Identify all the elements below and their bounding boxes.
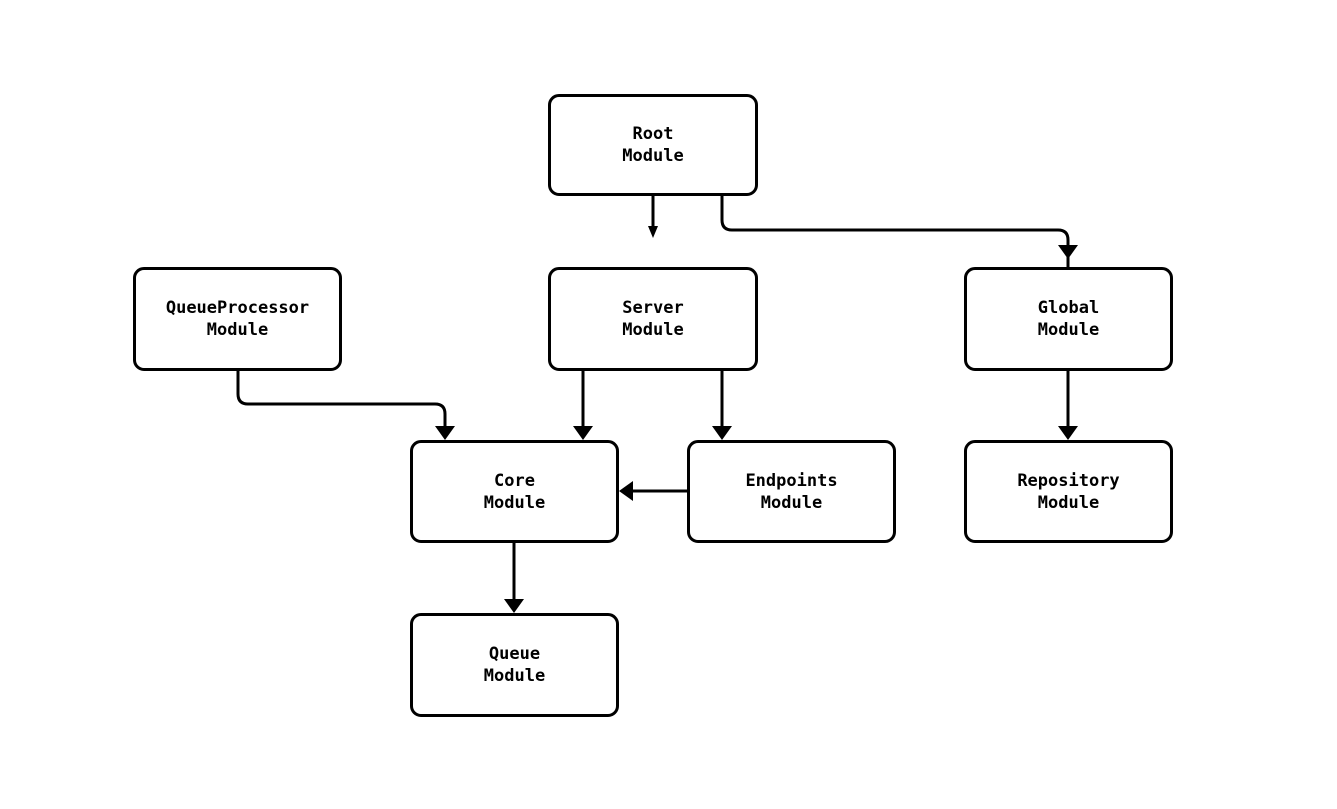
node-repository-module-name: Repository [1017,470,1120,491]
node-repository-module[interactable]: Repository Module [964,440,1173,543]
node-queue-module-suffix: Module [483,666,546,686]
node-endpoints-module-name: Endpoints [745,470,838,491]
edge-server-to-core [573,371,593,440]
edge-global-to-repository [1058,371,1078,440]
node-server-module-suffix: Module [622,320,684,340]
node-root-module-name: Root [632,124,674,144]
node-queueprocessor-module-name: QueueProcessor [165,298,310,318]
node-global-module-name: Global [1037,298,1100,318]
edge-core-to-queue [504,543,524,613]
node-queueprocessor-module-suffix: Module [206,320,269,340]
edge-root-to-global [720,196,1078,297]
edge-queueprocessor-to-core [236,371,455,440]
node-endpoints-module-suffix: Module [760,492,823,513]
node-core-module[interactable]: Core Module [410,440,619,543]
node-global-module-suffix: Module [1037,320,1100,340]
node-queue-module[interactable]: Queue Module [410,613,619,717]
node-queue-module-name: Queue [488,644,541,664]
node-server-module[interactable]: Server Module [548,267,758,371]
edge-endpoints-to-core [619,481,687,501]
node-root-module-suffix: Module [622,146,684,166]
node-repository-module-suffix: Module [1037,492,1100,513]
node-server-module-name: Server [622,298,684,318]
node-root-module[interactable]: Root Module [548,94,758,196]
node-endpoints-module[interactable]: Endpoints Module [687,440,896,543]
node-core-module-name: Core [494,470,535,491]
node-global-module[interactable]: Global Module [964,267,1173,371]
node-core-module-suffix: Module [483,492,546,513]
node-queueprocessor-module[interactable]: QueueProcessor Module [133,267,342,371]
edge-server-to-endpoints [712,371,732,440]
